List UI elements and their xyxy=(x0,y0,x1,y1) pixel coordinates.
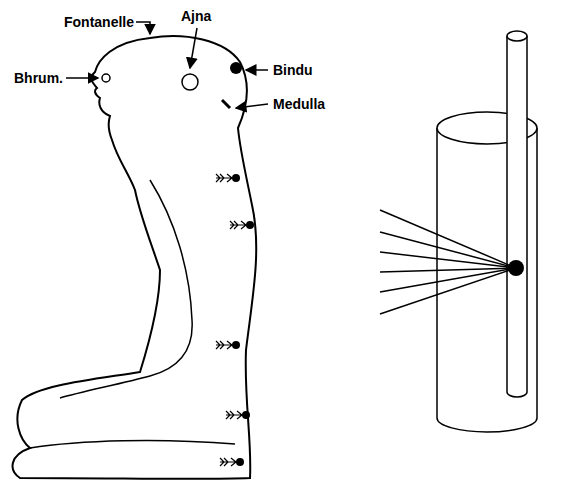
rays xyxy=(380,210,516,314)
bhrum-label: Bhrum. xyxy=(13,70,64,86)
ajna-label: Ajna xyxy=(180,8,212,24)
chakra-dot xyxy=(232,341,240,349)
chakra-dot xyxy=(232,174,240,182)
chakra-dot xyxy=(236,458,244,466)
chakra-arrow xyxy=(220,458,236,466)
chakra-dot xyxy=(246,221,254,229)
leg-outline xyxy=(30,441,235,448)
cylinder-figure xyxy=(437,31,537,432)
chakra-arrow xyxy=(216,341,232,349)
bhrum-point xyxy=(102,74,110,82)
chakra-arrow xyxy=(226,411,242,419)
bindu-label: Bindu xyxy=(272,62,314,78)
body-outline xyxy=(13,36,257,479)
bindu-point xyxy=(230,62,242,74)
leader-arrows xyxy=(66,22,268,108)
chakra-dot xyxy=(508,260,524,276)
spine-chakras xyxy=(216,174,254,466)
medulla-label: Medulla xyxy=(272,96,326,112)
medulla-point xyxy=(222,100,230,108)
fontanelle-label: Fontanelle xyxy=(63,14,135,30)
chakra-arrow xyxy=(216,174,232,182)
ajna-point xyxy=(182,74,198,90)
chakra-dot xyxy=(242,411,250,419)
arm-outline xyxy=(60,180,192,398)
chakra-arrow xyxy=(230,221,246,229)
